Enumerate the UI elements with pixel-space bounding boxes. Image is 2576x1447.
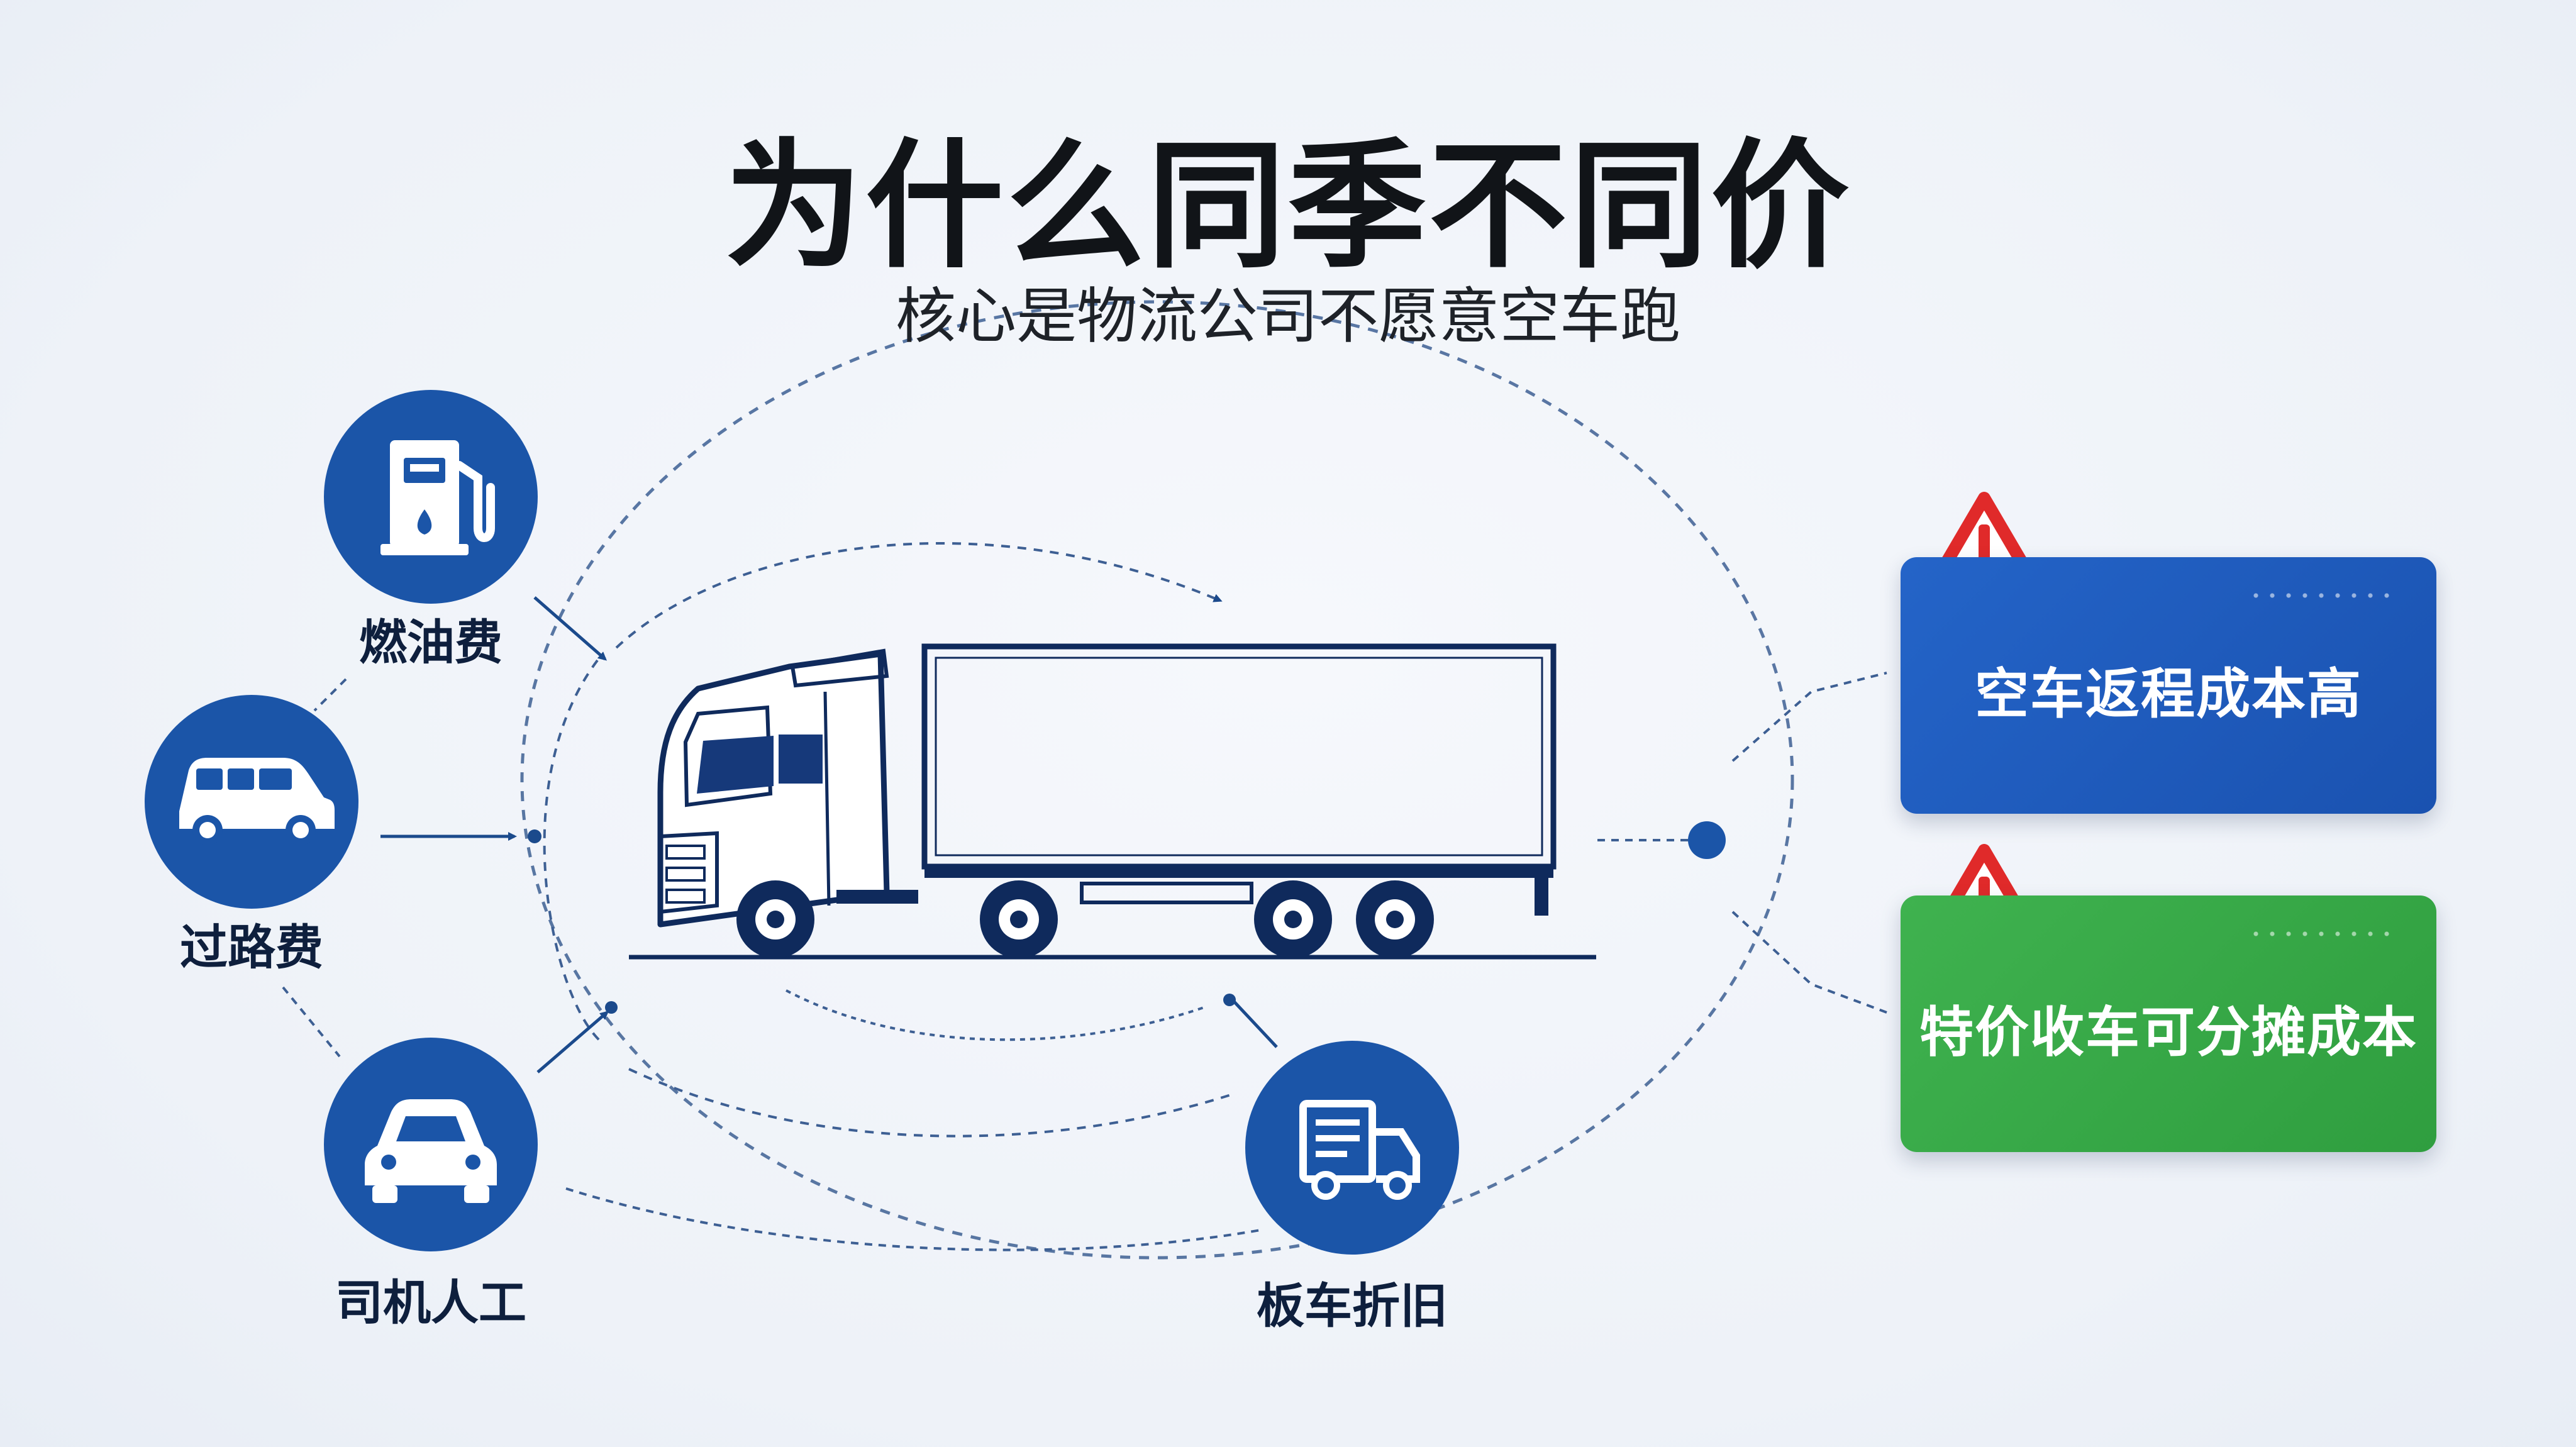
node-dot-driver	[605, 1001, 618, 1014]
conclusion-text-empty-return: 空车返程成本高	[1975, 662, 2362, 726]
trailer-wheel-2	[1356, 880, 1434, 958]
hub-node	[1688, 821, 1726, 859]
link-hub-to-card-bottom	[1731, 911, 1887, 1014]
inner-cycle-arc-left	[543, 659, 605, 1045]
card-decor-dots	[2248, 592, 2392, 599]
outer-cycle-ellipse	[520, 300, 1794, 1260]
arrow-driver-to-truck	[536, 1011, 609, 1073]
conclusion-card-empty-return: 空车返程成本高	[1901, 557, 2436, 814]
factor-label-depreciation: 板车折旧	[1257, 1278, 1448, 1334]
factor-label-driver: 司机人工	[335, 1275, 526, 1331]
inner-cycle-arc-top	[615, 541, 1223, 649]
semi-truck-icon	[629, 643, 1596, 960]
truck-wheel-front	[736, 880, 814, 958]
link-toll-driver	[282, 986, 341, 1058]
conclusion-card-special-price: 特价收车可分摊成本	[1901, 895, 2436, 1152]
delivery-truck-icon	[1245, 1041, 1459, 1255]
page-subtitle: 核心是物流公司不愿意空车跑	[896, 281, 1680, 352]
fuel-pump-icon	[324, 390, 538, 604]
node-dot-toll	[528, 829, 541, 843]
node-dot-depreciation	[1223, 994, 1236, 1006]
truck-wheel-rear	[980, 880, 1058, 958]
link-fuel-toll	[313, 678, 347, 712]
factor-label-toll: 过路费	[180, 919, 323, 975]
factor-label-fuel: 燃油费	[359, 614, 502, 670]
page-title: 为什么同季不同价	[724, 126, 1852, 287]
car-icon	[324, 1038, 538, 1251]
link-driver-depreciation	[565, 1187, 1265, 1251]
arrow-fuel-to-truck	[533, 596, 608, 661]
trailer-wheel-1	[1254, 880, 1332, 958]
inner-cycle-arc-bottom	[628, 1068, 1233, 1138]
conclusion-text-special-price: 特价收车可分摊成本	[1919, 1001, 2418, 1064]
inner-cycle-arc-lower	[786, 989, 1208, 1041]
card-decor-dots	[2248, 931, 2392, 937]
van-icon	[145, 695, 358, 909]
arrow-depreciation-to-truck	[1228, 995, 1278, 1048]
link-hub-to-card-top	[1731, 672, 1887, 762]
